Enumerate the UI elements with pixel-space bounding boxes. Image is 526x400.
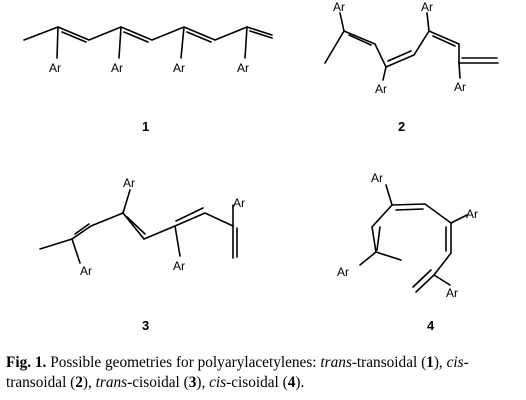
- structure-4-double-bond: [395, 208, 424, 211]
- structure-2-number: 2: [398, 119, 405, 134]
- caption-item-0-rest: -transoidal: [351, 354, 418, 371]
- structure-4-aryl-bond: [433, 274, 451, 286]
- caption-item-2-num: 3: [188, 374, 197, 391]
- caption-item-1-italic: cis: [446, 354, 464, 371]
- structure-1-aryl-bond: [118, 26, 122, 59]
- caption-item-2-rest: -cisoidal: [127, 374, 180, 391]
- structure-2-aryl-bond: [382, 66, 387, 81]
- structure-1-aryl-bond: [56, 26, 59, 59]
- structure-3-number: 3: [142, 318, 149, 333]
- structure-2-aryl-bond: [339, 12, 345, 32]
- structure-1-ar-label: Ar: [49, 61, 61, 75]
- structure-4-ar-label: Ar: [466, 207, 478, 221]
- structure-2-ar-label: Ar: [375, 82, 387, 96]
- structure-4-backbone: [371, 203, 452, 293]
- structure-4-ar-label: Ar: [337, 265, 349, 279]
- structure-4-ar-label: Ar: [371, 171, 383, 185]
- caption-item-3-rest: -cisoidal: [226, 374, 279, 391]
- structure-4-terminal-bond: [412, 269, 432, 288]
- caption-intro: Possible geometries for polyarylacetylen…: [50, 354, 317, 371]
- caption-item-1-rest: -transoidal: [6, 354, 469, 391]
- structure-3: Ar Ar Ar Ar 3: [39, 176, 245, 333]
- structure-2-ar-label: Ar: [421, 0, 433, 14]
- structure-1-backbone: [23, 26, 248, 41]
- caption-item-2-italic: trans: [95, 374, 128, 391]
- structure-1-aryl-bond: [180, 26, 185, 59]
- structure-1-ar-label: Ar: [111, 61, 123, 75]
- structure-1-double-bond: [249, 30, 273, 39]
- structure-2: Ar Ar Ar Ar 2: [324, 0, 499, 134]
- caption-item-3-italic: cis: [209, 374, 227, 391]
- structure-3-ar-label: Ar: [233, 196, 245, 210]
- structure-1-terminal-bond: [246, 26, 273, 36]
- structure-3-ar-label: Ar: [173, 259, 185, 273]
- structure-3-double-bond: [175, 207, 204, 222]
- structure-3-aryl-bond: [174, 225, 181, 257]
- structure-4-aryl-bond: [359, 251, 377, 266]
- structure-2-double-bond: [387, 50, 412, 62]
- figure-caption: Fig. 1. Possible geometries for polyaryl…: [6, 354, 469, 391]
- structure-1-number: 1: [142, 119, 149, 134]
- structure-2-double-bond: [432, 35, 456, 47]
- structure-2-backbone: [324, 29, 460, 69]
- caption-label: Fig. 1.: [6, 354, 47, 371]
- structure-3-aryl-bond: [71, 238, 81, 264]
- caption-item-3-num: 4: [287, 374, 296, 391]
- structure-2-aryl-bond: [426, 12, 430, 32]
- structure-4-ar-label: Ar: [446, 286, 458, 300]
- structure-2-ar-label: Ar: [454, 80, 466, 94]
- structure-2-double-bond: [458, 62, 461, 79]
- structure-3-aryl-bond: [122, 189, 131, 214]
- structure-1-double-bond: [61, 31, 87, 43]
- structure-3-backbone: [39, 212, 234, 259]
- structure-1: Ar Ar Ar Ar 1: [23, 26, 273, 134]
- caption-item-1-num: 2: [75, 374, 83, 391]
- structure-4-aryl-bond: [385, 184, 393, 206]
- structure-4: Ar Ar Ar Ar 4: [337, 171, 478, 333]
- structure-4-double-bond: [376, 226, 381, 251]
- caption-item-0-italic: trans: [320, 354, 352, 371]
- structure-1-ar-label: Ar: [173, 61, 185, 75]
- structure-4-aryl-bond: [450, 214, 468, 224]
- structure-1-ar-label: Ar: [237, 61, 249, 75]
- structure-2-double-bond: [348, 34, 372, 46]
- structure-3-double-bond: [126, 216, 146, 235]
- structure-4-number: 4: [427, 318, 435, 333]
- structure-1-aryl-bond: [244, 26, 248, 59]
- structure-3-double-bond: [74, 223, 90, 235]
- structure-1-double-bond: [186, 31, 212, 43]
- structure-3-ar-label: Ar: [123, 176, 135, 190]
- structure-3-ar-label: Ar: [80, 264, 92, 278]
- structure-1-double-bond: [123, 31, 149, 43]
- caption-item-0-num: 1: [426, 354, 434, 371]
- structure-2-ar-label: Ar: [333, 0, 345, 14]
